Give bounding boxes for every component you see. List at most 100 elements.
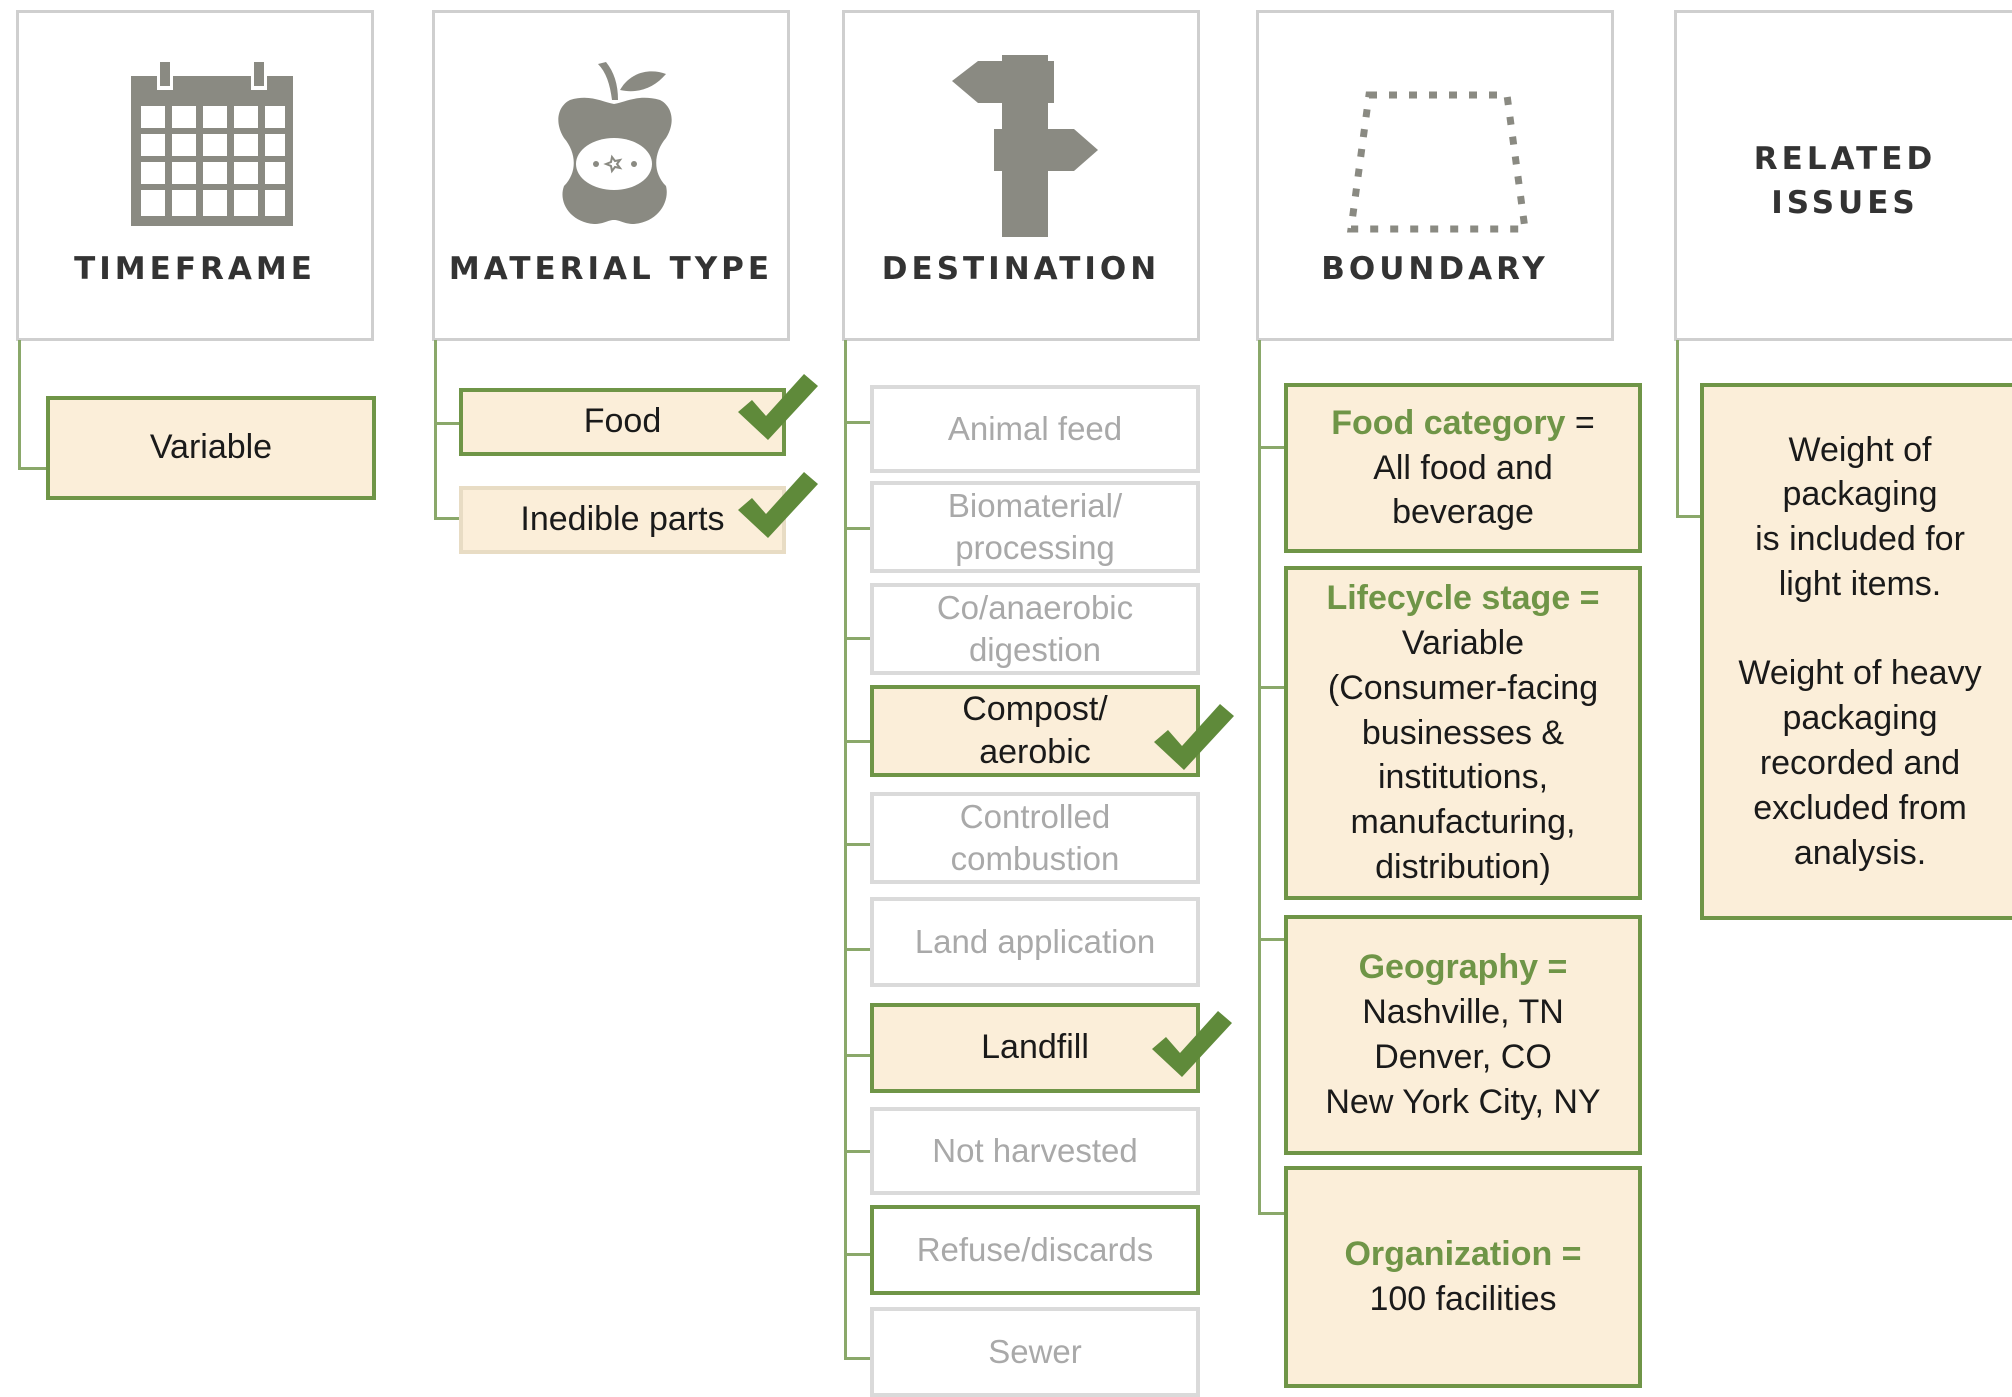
destination-item-label: Sewer [988,1333,1082,1371]
destination-item-label-line2: combustion [950,840,1120,877]
boundary-value-line: beverage [1392,493,1534,532]
material-connector [434,340,437,520]
destination-item-compost: Compost/aerobic [870,685,1200,777]
calendar-icon [131,62,293,226]
destination-item-label-line2: processing [955,529,1115,566]
boundary-value-line: All food and [1373,448,1553,487]
related-issues-note: Weight of packaging is included for ligh… [1700,383,2012,920]
dest-branch-7 [844,1054,874,1057]
boundary-label: Food category [1331,403,1566,442]
destination-item-label-line1: Controlled [959,798,1111,836]
destination-item-biomaterial: Biomaterial/processing [870,481,1200,573]
related-note-line: recorded and [1759,743,1961,782]
boundary-branch-2 [1258,686,1288,689]
related-note-line: excluded from [1753,788,1967,827]
timeframe-item-label: Variable [149,428,273,467]
destination-item-combustion: Controlled combustion [870,792,1200,884]
timeframe-title: TIMEFRAME [74,251,316,287]
related-note-line: packaging [1782,698,1938,737]
related-issues-title-line1: RELATED [1753,141,1937,177]
boundary-value-line: manufacturing, [1350,803,1576,842]
destination-item-label: Land application [914,923,1156,961]
boundary-item-organization: Organization = 100 facilities [1284,1166,1642,1388]
dest-branch-9 [844,1253,874,1256]
destination-item-label: Landfill [981,1028,1089,1067]
signpost-icon [952,55,1098,237]
boundary-branch-4 [1258,1212,1288,1215]
check-icon [1152,1011,1232,1077]
timeframe-branch [18,467,48,470]
boundary-connector [1258,340,1261,1215]
boundary-item-food-category: Food category = All food and beverage [1284,383,1642,553]
destination-item-label-line1: Co/anaerobic [936,589,1134,627]
destination-item-label-line1: Biomaterial/ [947,487,1123,525]
dest-branch-2 [844,527,874,530]
destination-item-anaerobic: Co/anaerobic digestion [870,583,1200,675]
boundary-title: BOUNDARY [1321,251,1549,287]
boundary-value-line: Nashville, TN [1362,993,1564,1032]
apple-core-icon [558,62,672,224]
boundary-item-geography: Geography = Nashville, TN Denver, CO New… [1284,915,1642,1155]
destination-connector [844,340,847,1360]
related-note-line: is included for [1755,520,1965,559]
timeframe-connector [18,340,21,470]
boundary-equals: = [1565,403,1595,442]
check-icon [1154,704,1234,770]
destination-item-label-line2: aerobic [979,733,1091,771]
destination-item-label-line2: digestion [968,631,1102,668]
destination-item-label: Refuse/discards [916,1231,1154,1269]
material-item-inedible-parts: Inedible parts [459,486,786,554]
destination-item-not-harvested: Not harvested [870,1107,1200,1195]
related-issues-header: RELATED ISSUES [1674,10,2012,341]
boundary-value-line: New York City, NY [1325,1082,1601,1121]
dotted-trapezoid-icon [1346,91,1530,233]
check-icon [738,374,818,440]
dest-branch-1 [844,421,874,424]
destination-item-land-application: Land application [870,897,1200,987]
related-note-line: light items. [1778,565,1942,604]
dest-branch-8 [844,1150,874,1153]
timeframe-header: TIMEFRAME [16,10,374,341]
destination-item-label: Not harvested [932,1132,1138,1170]
destination-item-refuse: Refuse/discards [870,1205,1200,1295]
boundary-branch-3 [1258,938,1288,941]
related-issues-title-line2: ISSUES [1771,185,1919,221]
material-item-food: Food [459,388,786,456]
material-branch-food [434,422,460,425]
material-type-title: MATERIAL TYPE [448,251,774,287]
check-icon [738,472,818,538]
boundary-value-line: institutions, [1377,758,1549,797]
boundary-value-line: distribution) [1375,848,1551,887]
boundary-heading-row: Food category = [1331,401,1595,446]
boundary-header: BOUNDARY [1256,10,1614,341]
boundary-label: Geography = [1358,948,1568,987]
boundary-value-line: businesses & [1361,713,1565,752]
boundary-label: Organization = [1344,1235,1582,1274]
related-note-line: packaging [1782,475,1938,514]
boundary-item-lifecycle-stage: Lifecycle stage = Variable (Consumer-fac… [1284,566,1642,900]
material-item-label: Inedible parts [520,500,725,539]
boundary-value-line: 100 facilities [1369,1280,1557,1318]
destination-header: DESTINATION [842,10,1200,341]
destination-title: DESTINATION [881,251,1161,287]
destination-item-animal-feed: Animal feed [870,385,1200,473]
related-note-line: analysis. [1793,833,1927,872]
dest-branch-6 [844,948,874,951]
material-item-label: Food [583,402,662,441]
related-note-line: Weight of [1788,430,1932,469]
destination-item-landfill: Landfill [870,1003,1200,1093]
dest-branch-3 [844,637,874,640]
boundary-label: Lifecycle stage = [1326,578,1600,617]
dest-branch-10 [844,1357,874,1360]
dest-branch-4 [844,740,874,743]
related-note-line: Weight of heavy [1738,654,1982,693]
destination-item-label-line1: Compost/ [962,689,1108,728]
boundary-value-line: Variable [1401,623,1525,662]
boundary-value-line: (Consumer-facing [1327,668,1599,707]
dest-branch-5 [844,843,874,846]
material-branch-inedible [434,517,460,520]
boundary-branch-1 [1258,446,1288,449]
related-branch [1676,515,1704,518]
related-connector [1676,340,1679,518]
destination-item-label: Animal feed [947,410,1123,448]
